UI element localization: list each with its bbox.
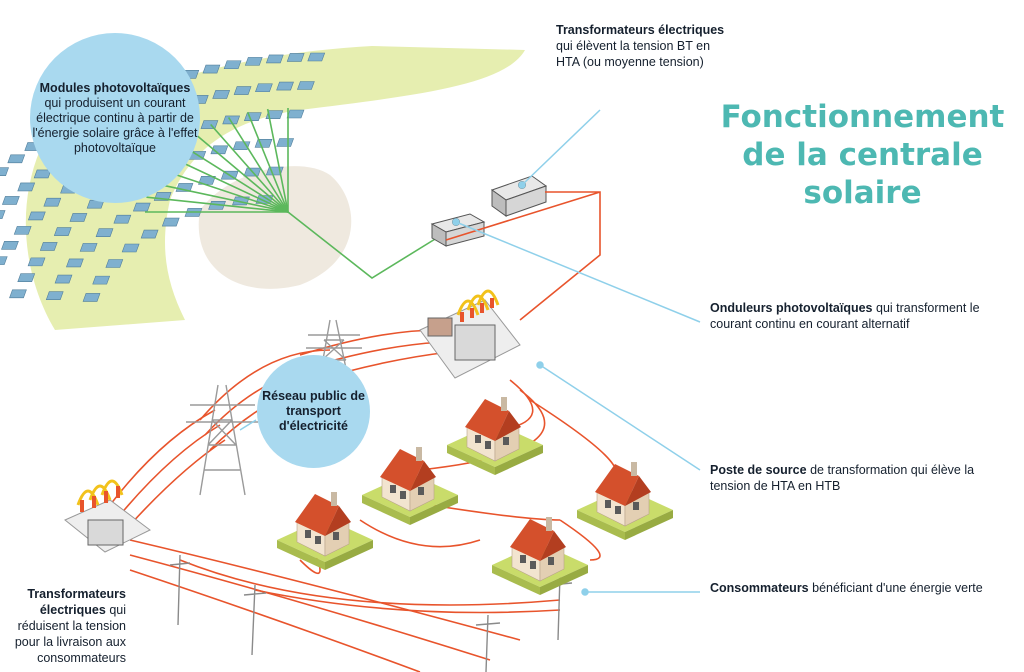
transformateurs-reducteurs-bold: Transformateurs électriques — [27, 587, 126, 617]
solar-panel — [45, 291, 64, 300]
solar-panel — [82, 293, 101, 302]
substation-step-down — [64, 479, 151, 553]
solar-panel — [2, 196, 20, 205]
solar-panel — [7, 154, 26, 164]
title-line-1: Fonctionnement — [720, 99, 1005, 135]
houses — [277, 397, 673, 595]
solar-panel — [255, 83, 273, 93]
solar-panel — [33, 169, 52, 179]
solar-panel — [212, 90, 231, 99]
solar-panel — [307, 52, 326, 62]
transformer-box — [490, 175, 548, 217]
solar-panel — [0, 256, 8, 265]
solar-panel — [9, 289, 27, 299]
onduleurs-bold: Onduleurs photovoltaïques — [710, 301, 873, 315]
solar-panel — [132, 202, 151, 212]
solar-panel — [276, 81, 294, 91]
solar-panel — [69, 213, 88, 222]
transformateurs-elevateurs-text: qui élèvent la tension BT en HTA (ou moy… — [556, 39, 711, 69]
house — [577, 462, 673, 540]
solar-panel — [286, 109, 305, 119]
transformateurs-elevateurs-bold: Transformateurs électriques — [556, 23, 725, 37]
solar-panel — [286, 53, 305, 62]
consommateurs-bold: Consommateurs — [710, 581, 809, 595]
solar-panel — [17, 182, 36, 192]
solar-panel — [53, 227, 72, 236]
solar-panel — [202, 64, 221, 74]
dc-cables — [145, 108, 441, 279]
page-title: Fonctionnement de la centrale solaire — [705, 98, 1020, 212]
house — [492, 517, 588, 595]
consommateurs-text: bénéficiant d'une énergie verte — [812, 581, 983, 595]
solar-panel — [66, 258, 84, 268]
house — [362, 447, 458, 525]
solar-panel — [254, 139, 273, 148]
solar-panel — [223, 60, 242, 70]
solar-panel — [276, 138, 294, 147]
reseau-bubble: Réseau public de transport d'électricité — [257, 355, 370, 468]
title-line-2: de la centrale — [742, 137, 983, 173]
consommateurs-label: Consommateurs bénéficiant d'une énergie … — [710, 580, 1010, 596]
solar-panel — [27, 211, 46, 221]
poste-source-label: Poste de source de transformation qui él… — [710, 462, 1010, 494]
solar-panel — [297, 81, 315, 90]
solar-panel — [265, 110, 284, 119]
ground-shadow — [198, 166, 352, 289]
solar-panel — [0, 167, 9, 176]
reseau-label-bold: Réseau public de transport d'électricité — [262, 389, 365, 433]
pylon-2 — [186, 384, 258, 496]
modules-label-bold: Modules photovoltaïques — [39, 80, 191, 95]
onduleurs-label: Onduleurs photovoltaïques qui transforme… — [710, 300, 1010, 332]
house — [277, 492, 373, 570]
solar-panel — [92, 275, 111, 285]
solar-panel — [265, 54, 284, 64]
modules-bubble: Modules photovoltaïques qui produisent u… — [30, 33, 200, 203]
transformateurs-elevateurs-label: Transformateurs électriques qui élèvent … — [556, 22, 726, 70]
solar-panel — [200, 120, 219, 129]
solar-panel — [113, 214, 132, 224]
title-line-3: solaire — [803, 175, 922, 211]
solar-panel — [0, 210, 6, 219]
solar-panel — [1, 240, 19, 250]
poste-source-text: de transformation qui élève la tension d… — [710, 463, 975, 493]
solar-panel — [233, 86, 252, 95]
solar-panel — [161, 217, 180, 227]
transformateurs-reducteurs-label: Transformateurs électriques qui réduisen… — [0, 586, 126, 666]
poste-source-bold: Poste de source — [710, 463, 807, 477]
solar-panel — [105, 259, 124, 268]
solar-panel — [17, 273, 36, 283]
substation-source — [419, 289, 521, 379]
solar-panel — [222, 115, 241, 125]
solar-panel — [140, 229, 159, 239]
onduleurs-text: qui transforment le courant continu en c… — [710, 301, 980, 331]
solar-panel — [54, 274, 73, 284]
solar-panel — [39, 242, 58, 251]
solar-panel — [43, 197, 62, 207]
leader-lines — [239, 109, 701, 596]
solar-panel — [243, 112, 262, 121]
house — [447, 397, 543, 475]
utility-poles — [169, 554, 573, 672]
solar-panel — [27, 257, 46, 267]
solar-panel — [244, 57, 263, 66]
solar-panel — [95, 228, 114, 238]
solar-panel — [121, 243, 140, 253]
transformateurs-reducteurs-text: qui réduisent la tension pour la livrais… — [14, 603, 126, 665]
modules-label-text: qui produisent un courant électrique con… — [32, 95, 198, 155]
solar-panel — [13, 226, 32, 235]
solar-panel — [79, 243, 98, 252]
